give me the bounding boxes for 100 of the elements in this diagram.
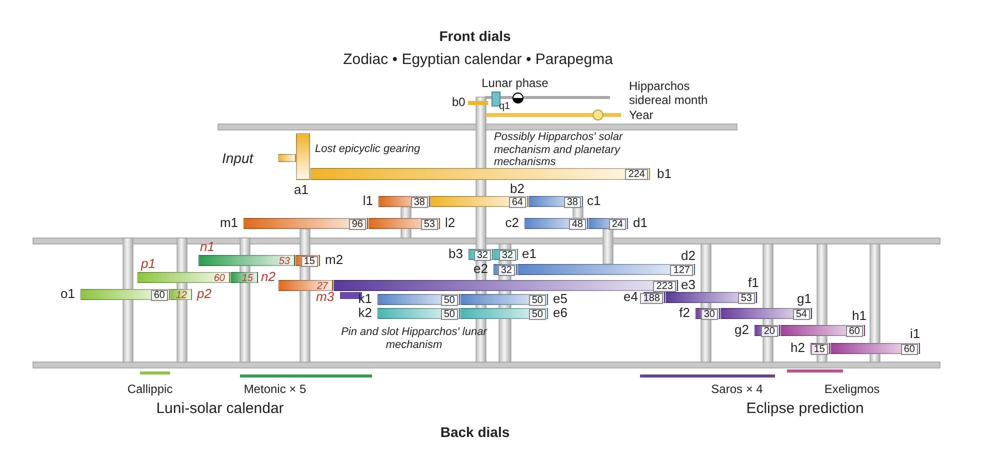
note: Lost epicyclic gearing [315, 143, 420, 156]
gear-bar [333, 280, 678, 291]
gear-bar [368, 218, 440, 229]
tooth-count: 20 [760, 326, 778, 337]
dial-label: Exeligmos [824, 383, 880, 397]
dial-label: Lunar phase [482, 77, 548, 91]
tooth-count: 15 [240, 273, 254, 284]
note: Possibly Hipparchos' solar mechanism and planetary mechanisms [494, 131, 624, 169]
gear-bar [780, 325, 865, 336]
tooth-count: 60 [846, 326, 863, 337]
tooth-count: 224 [625, 169, 648, 180]
gear-label: m1 [220, 216, 238, 230]
gear-label: c2 [505, 216, 519, 230]
gear-bar [295, 255, 320, 266]
gear-label: e2 [474, 262, 488, 276]
gear-label: Input [222, 151, 254, 165]
tooth-count: 48 [568, 219, 586, 230]
gear-bar [493, 264, 517, 275]
gear-label: n2 [261, 270, 276, 284]
gear-label: e1 [522, 247, 536, 261]
note: Pin and slot Hipparchos' lunar mechanism [340, 326, 488, 352]
tooth-count: 38 [564, 197, 581, 208]
gear-label: l1 [362, 194, 373, 208]
gear-bar [377, 294, 460, 305]
gear-bar [588, 218, 628, 229]
gear-label: e5 [553, 292, 568, 306]
tooth-count: 30 [700, 309, 718, 320]
gear-bar [377, 308, 460, 319]
group-label: Luni-solar calendar [156, 400, 284, 418]
gear-bar [80, 289, 170, 300]
gear-label: i1 [910, 327, 920, 341]
gear-label: b0 [452, 96, 466, 110]
gear-label: h2 [790, 341, 805, 355]
gear-label: d1 [633, 216, 648, 230]
gear-bar [198, 255, 295, 266]
gear-label: g1 [797, 292, 812, 306]
gear-label: e4 [624, 290, 638, 304]
tooth-count: 60 [150, 290, 168, 301]
gear-label: p1 [141, 257, 156, 271]
tooth-count: 96 [348, 219, 366, 230]
tooth-count: 53 [420, 219, 438, 230]
gear-label: e3 [681, 278, 696, 292]
tooth-count: 60 [212, 273, 226, 284]
tooth-count: 54 [792, 309, 810, 320]
gear-label: c1 [587, 194, 601, 208]
gear-bar [754, 325, 780, 336]
tooth-count: 50 [528, 309, 546, 320]
gear-label: b3 [448, 247, 463, 261]
gear-label: e6 [553, 306, 568, 320]
gear-label: h1 [852, 309, 866, 323]
dial-label: Callippic [127, 383, 173, 397]
gear-label: k2 [358, 306, 372, 320]
gear-bar [528, 196, 583, 207]
group-label: Eclipse prediction [746, 400, 864, 418]
gear-bar [137, 272, 230, 283]
gear-bar [517, 264, 695, 275]
tooth-count: 50 [440, 295, 458, 306]
section-heading: Back dials [440, 424, 510, 440]
gear-bar [695, 308, 720, 319]
gear-label: p2 [197, 287, 212, 301]
gear-bar [460, 294, 548, 305]
gear-bar [430, 196, 528, 207]
tooth-count: 15 [300, 256, 318, 267]
tooth-count: 27 [316, 281, 328, 292]
gear-label: f2 [679, 306, 690, 320]
gear-label: b2 [510, 182, 524, 196]
gear-bar [310, 168, 650, 180]
gear-bar [830, 343, 920, 354]
tooth-count: 64 [508, 197, 526, 208]
tooth-count: 223 [653, 281, 676, 292]
tooth-count: 188 [640, 293, 663, 304]
gear-bar [720, 308, 812, 319]
tooth-count: 32 [498, 265, 515, 276]
tooth-count: 60 [900, 344, 918, 355]
gear-label: g2 [734, 323, 749, 337]
gear-bar [643, 292, 665, 303]
gear-label: k1 [358, 292, 372, 306]
gear-label: q1 [499, 101, 510, 112]
dial-label: Hipparchos sidereal month [629, 80, 709, 108]
tooth-count: 32 [474, 250, 491, 261]
gear-bar [468, 249, 493, 260]
gear-bar [170, 289, 192, 300]
tooth-count: 15 [810, 344, 828, 355]
tooth-count: 32 [498, 250, 516, 261]
shaft-bar [278, 154, 296, 162]
tooth-count: 12 [174, 290, 188, 301]
tooth-count: 38 [410, 197, 428, 208]
tooth-count: 53 [738, 293, 755, 304]
gear-bar [230, 272, 258, 283]
gear-label: l2 [445, 216, 456, 230]
dial-label: Year [629, 109, 654, 123]
gear-label: d2 [681, 249, 696, 263]
gear-bar [524, 218, 588, 229]
dial-label: Saros × 4 [711, 383, 763, 397]
tooth-count: 50 [528, 295, 546, 306]
gear-label: f1 [748, 276, 759, 290]
tooth-count: 50 [440, 309, 458, 320]
gear-bar [243, 218, 368, 229]
gear-bar [665, 292, 757, 303]
gear-label: a1 [294, 183, 308, 197]
